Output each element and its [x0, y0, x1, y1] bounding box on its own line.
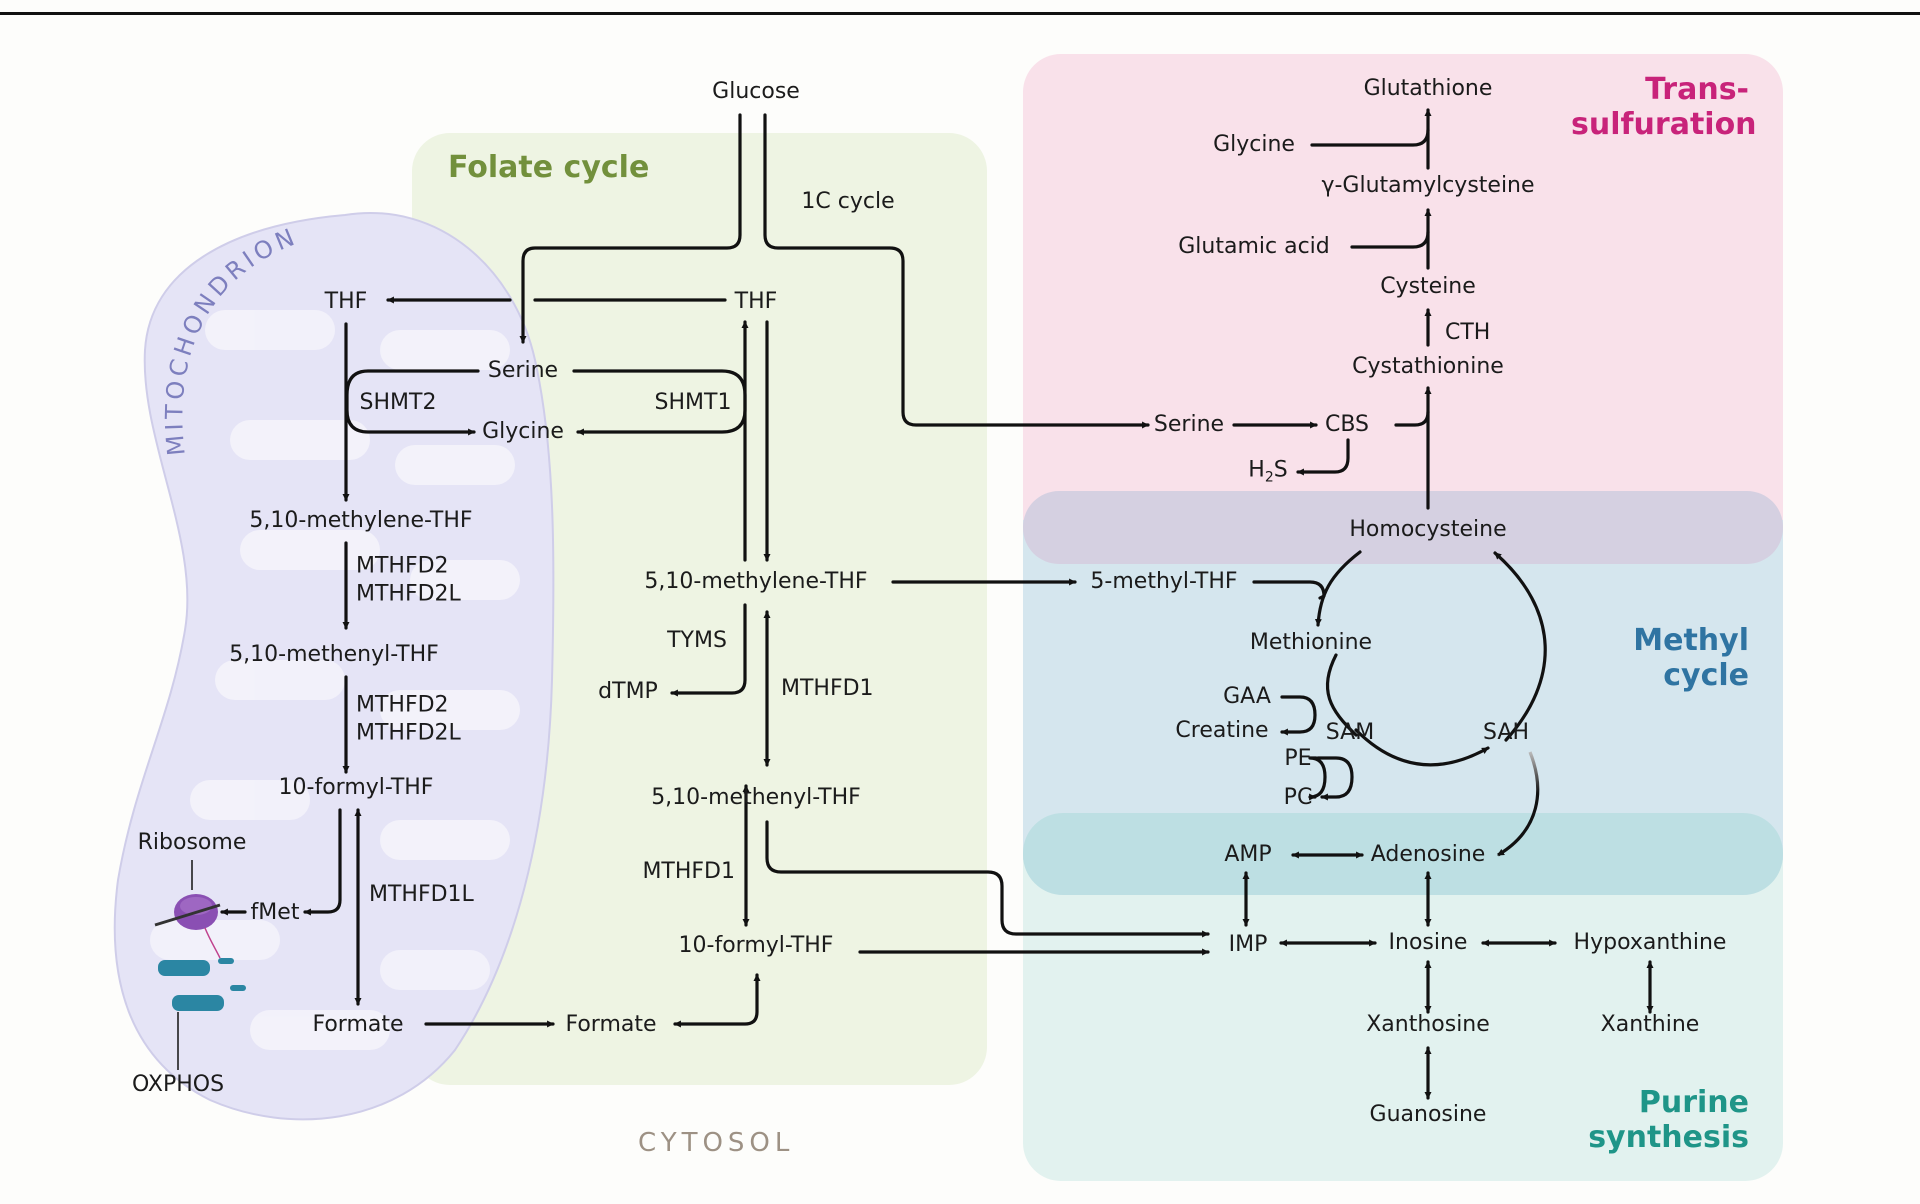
purine-synthesis-panel [1023, 860, 1783, 1181]
methionine-label: Methionine [1249, 630, 1373, 655]
purine-synthesis-title: Purine synthesis [1570, 1085, 1749, 1156]
xanthosine-label: Xanthosine [1366, 1012, 1490, 1037]
glutamylcysteine-label: γ-Glutamylcysteine [1321, 173, 1535, 198]
cytosol-methylene-thf-label: 5,10-methylene-THF [644, 569, 868, 594]
mito-methylene-thf-label: 5,10-methylene-THF [249, 508, 473, 533]
h2s-label: H2S [1248, 457, 1288, 486]
transsulfuration-title-line-1: Trans- [1645, 72, 1749, 107]
homocysteine-band [1023, 491, 1783, 564]
cystathionine-label: Cystathionine [1352, 354, 1504, 379]
top-rule [0, 12, 1920, 15]
mito-mthfd2l-b: MTHFD2L [356, 720, 461, 745]
glutamic-acid-label: Glutamic acid [1178, 234, 1330, 259]
pc-label: PC [1283, 785, 1313, 810]
cysteine-label: Cysteine [1380, 274, 1476, 299]
adenosine-band [1023, 813, 1783, 895]
ribosome-label: Ribosome [137, 830, 247, 855]
mito-mthfd2-b-label: MTHFD2 MTHFD2L [356, 692, 461, 747]
glycine-center-label: Glycine [482, 419, 564, 444]
cytosol-formate-label: Formate [565, 1012, 657, 1037]
mito-mthfd2l-a: MTHFD2L [356, 581, 461, 606]
methyl-cycle-title-line-2: cycle [1663, 658, 1749, 694]
cbs-label: CBS [1324, 412, 1370, 437]
mito-methenyl-thf-label: 5,10-methenyl-THF [229, 642, 439, 667]
creatine-label: Creatine [1175, 718, 1269, 743]
cytosol-thf-label: THF [734, 289, 778, 314]
cytosol-formyl-thf-label: 10-formyl-THF [678, 933, 834, 958]
purine-synthesis-title-line-2: synthesis [1588, 1120, 1749, 1156]
purine-synthesis-title-line-1: Purine [1638, 1085, 1749, 1120]
glucose-label: Glucose [712, 79, 800, 104]
folate-cycle-title: Folate cycle [448, 150, 650, 185]
shmt2-label: SHMT2 [359, 390, 437, 415]
h2s-h: H [1248, 457, 1265, 483]
serine-right-label: Serine [1153, 412, 1225, 437]
shmt1-label: SHMT1 [654, 390, 732, 415]
imp-label: IMP [1228, 932, 1268, 957]
sam-label: SAM [1325, 720, 1375, 745]
mito-mthfd2-a-label: MTHFD2 MTHFD2L [356, 553, 461, 608]
mthfd1-a-label: MTHFD1 [781, 676, 874, 701]
adenosine-label: Adenosine [1370, 842, 1486, 867]
dtmp-label: dTMP [598, 679, 658, 704]
h2s-subscript: 2 [1264, 469, 1274, 486]
mito-thf-label: THF [324, 289, 368, 314]
amp-label: AMP [1224, 842, 1272, 867]
cytosol-methenyl-thf-label: 5,10-methenyl-THF [651, 785, 861, 810]
oxphos-label: OXPHOS [131, 1072, 225, 1097]
h2s-s: S [1273, 457, 1288, 483]
xanthine-label: Xanthine [1600, 1012, 1700, 1037]
inosine-label: Inosine [1388, 930, 1468, 955]
mito-mthfd2-b: MTHFD2 [356, 692, 449, 718]
mthfd1l-label: MTHFD1L [369, 882, 474, 907]
fmet-label: fMet [250, 900, 300, 925]
gaa-label: GAA [1223, 684, 1271, 709]
methyl-cycle-title: Methyl cycle [1600, 623, 1749, 694]
glycine-right-label: Glycine [1213, 132, 1295, 157]
ribosome-icon [154, 860, 221, 959]
pe-label: PE [1284, 746, 1312, 771]
hypoxanthine-label: Hypoxanthine [1573, 930, 1727, 955]
serine-center-label: Serine [487, 358, 559, 383]
five-methyl-thf-label: 5-methyl-THF [1090, 569, 1238, 594]
guanosine-label: Guanosine [1369, 1102, 1487, 1127]
cth-label: CTH [1445, 320, 1491, 345]
mito-formate-label: Formate [312, 1012, 404, 1037]
methyl-cycle-title-line-1: Methyl [1633, 623, 1749, 658]
mito-formyl-thf-label: 10-formyl-THF [278, 775, 434, 800]
cytosol-title: CYTOSOL [638, 1128, 795, 1158]
homocysteine-label: Homocysteine [1349, 517, 1507, 542]
one-c-cycle-label: 1C cycle [801, 189, 895, 214]
trna-icon [158, 958, 246, 1011]
mito-mthfd2-a: MTHFD2 [356, 553, 449, 579]
transsulfuration-title-line-2: sulfuration [1571, 107, 1757, 143]
mthfd1-b-label: MTHFD1 [642, 859, 735, 884]
tyms-label: TYMS [667, 628, 727, 653]
transsulfuration-title: Trans- sulfuration [1571, 72, 1757, 143]
glutathione-label: Glutathione [1363, 76, 1493, 101]
sah-label: SAH [1483, 720, 1529, 745]
